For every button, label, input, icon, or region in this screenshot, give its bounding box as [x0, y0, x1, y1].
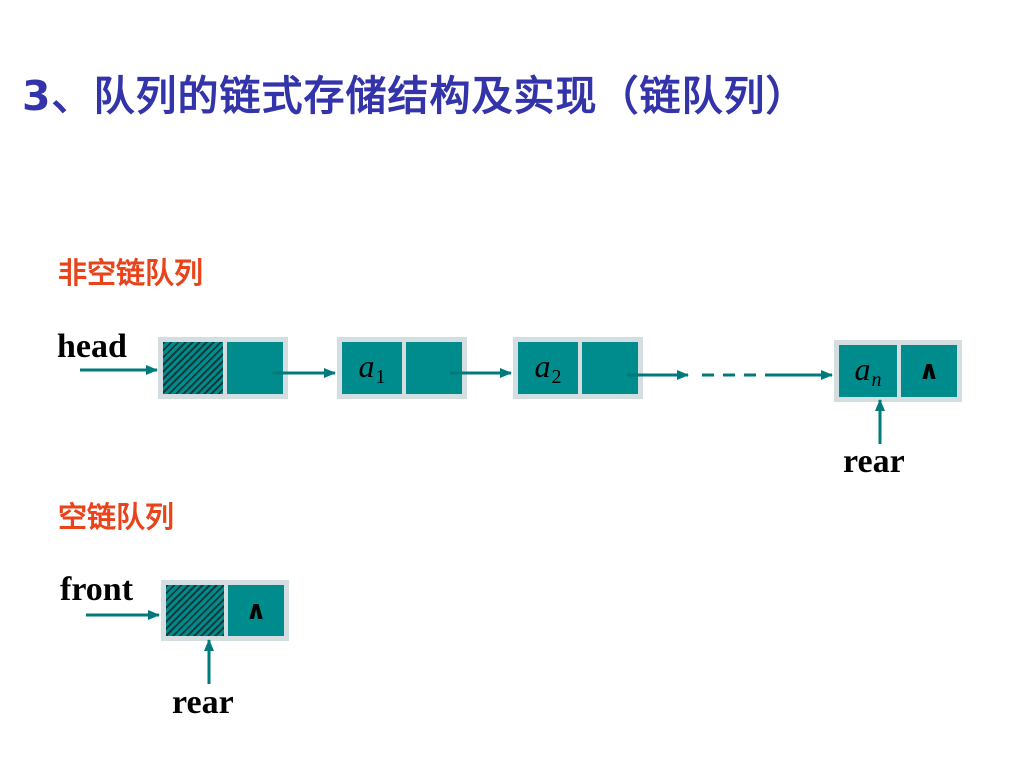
front-label: front [60, 571, 134, 608]
node-a1-data-cell: a1 [340, 340, 404, 396]
node-a1-data: a1 [358, 347, 386, 388]
node-an: an ∧ [834, 340, 962, 402]
empty-head-node-next-cell: ∧ [226, 583, 286, 638]
null-pointer-symbol: ∧ [918, 356, 940, 386]
nonempty-queue-heading: 非空链队列 [58, 256, 204, 290]
rear-label-nonempty: rear [843, 443, 905, 480]
head-node-next-cell [225, 340, 285, 396]
null-pointer-symbol-empty: ∧ [245, 595, 267, 626]
rear-label-empty: rear [172, 684, 234, 721]
node-an-next-cell: ∧ [899, 343, 959, 399]
node-an-data-cell: an [837, 343, 899, 399]
node-a2-data-cell: a2 [516, 340, 580, 396]
node-a1: a1 [337, 337, 467, 399]
node-a1-next-cell [404, 340, 464, 396]
node-a2-data: a2 [534, 347, 562, 388]
node-a2: a2 [513, 337, 643, 399]
empty-head-node: ∧ [161, 580, 289, 641]
empty-head-node-data-cell [164, 583, 226, 638]
head-label: head [57, 328, 127, 365]
head-node [158, 337, 288, 399]
node-an-data: an [854, 350, 882, 391]
page-title: 3、队列的链式存储结构及实现（链队列） [22, 72, 808, 120]
head-node-data-cell [161, 340, 225, 396]
empty-queue-heading: 空链队列 [58, 500, 175, 534]
node-a2-next-cell [580, 340, 640, 396]
